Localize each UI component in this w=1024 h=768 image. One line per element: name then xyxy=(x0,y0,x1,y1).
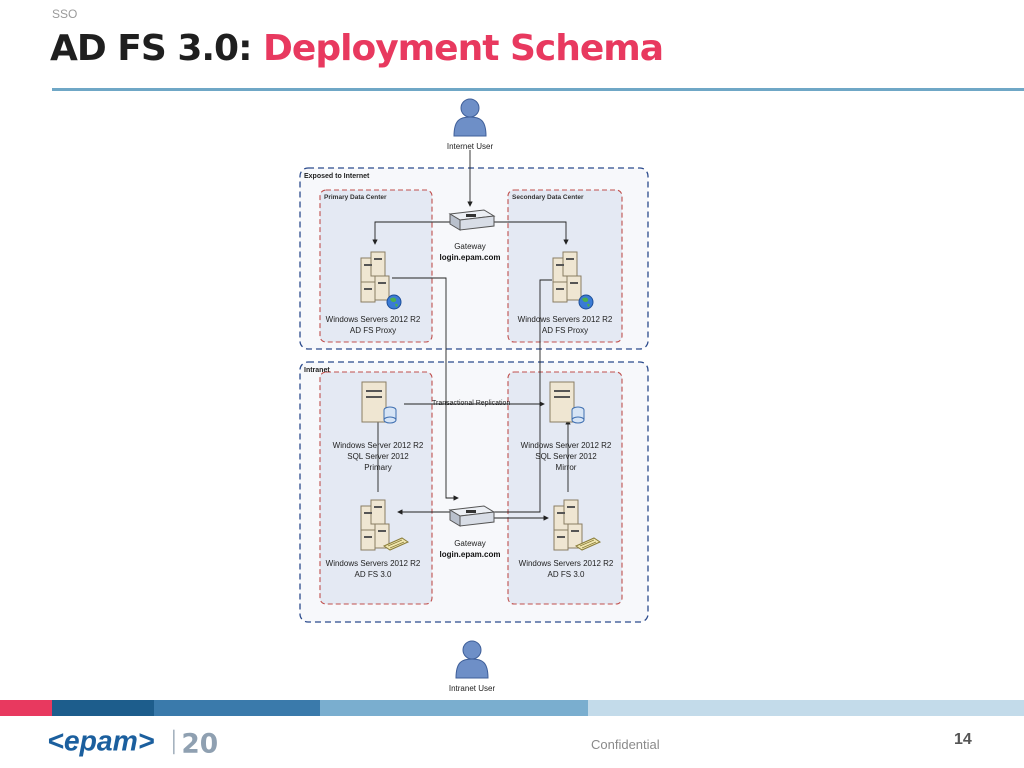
gateway-bottom-icon xyxy=(449,505,495,527)
line-gateway-to-proxy-right xyxy=(490,221,569,245)
confidential-label: Confidential xyxy=(591,737,660,752)
title-divider xyxy=(52,88,1024,91)
intranet-user-icon xyxy=(455,640,489,679)
proxy-right-line1: Windows Servers 2012 R2 xyxy=(518,315,613,324)
proxy-left-globe-icon xyxy=(386,294,402,310)
logo-years: 20 xyxy=(181,728,218,758)
gateway-top-line2: login.epam.com xyxy=(440,253,501,262)
sql-left-line2: SQL Server 2012 xyxy=(347,452,409,461)
proxy-right-server-icon xyxy=(552,251,582,303)
gateway-bottom-line1: Gateway xyxy=(454,539,486,548)
page-number: 14 xyxy=(954,731,972,748)
proxy-left-server-icon xyxy=(360,251,390,303)
logo-wordmark: <epam> xyxy=(47,725,154,757)
intranet-user-label: Intranet User xyxy=(449,684,496,693)
sql-right-line2: SQL Server 2012 xyxy=(535,452,597,461)
deployment-diagram: Exposed to Internet Intranet Primary Dat… xyxy=(299,98,649,693)
gateway-top-line1: Gateway xyxy=(454,242,486,251)
adfs-left-line2: AD FS 3.0 xyxy=(355,570,392,579)
secondary-dc-bottom xyxy=(507,371,623,605)
sql-left-line3: Primary xyxy=(364,463,392,472)
sql-right-line1: Windows Server 2012 R2 xyxy=(521,441,612,450)
adfs-right-server-icon xyxy=(553,499,583,551)
gateway-top-icon xyxy=(449,209,495,231)
line-proxy-right-to-gateway-bottom xyxy=(492,279,552,513)
primary-dc-label: Primary Data Center xyxy=(324,194,387,201)
proxy-right-globe-icon xyxy=(578,294,594,310)
internet-user-label: Internet User xyxy=(447,142,494,151)
footer-color-bar xyxy=(0,700,1024,716)
proxy-left-line2: AD FS Proxy xyxy=(350,326,396,335)
gateway-bottom-line2: login.epam.com xyxy=(440,550,501,559)
proxy-left-line1: Windows Servers 2012 R2 xyxy=(326,315,421,324)
internet-user-icon xyxy=(453,98,487,137)
section-label: SSO xyxy=(52,7,78,21)
title-main: Deployment Schema xyxy=(263,28,664,69)
adfs-left-server-icon xyxy=(360,499,390,551)
sql-left-line1: Windows Server 2012 R2 xyxy=(333,441,424,450)
proxy-right-line2: AD FS Proxy xyxy=(542,326,588,335)
title-prefix: AD FS 3.0: xyxy=(50,28,252,69)
replication-label: Transactional Replication xyxy=(432,400,510,407)
secondary-dc-label: Secondary Data Center xyxy=(512,194,584,201)
zone-exposed-label: Exposed to Internet xyxy=(304,173,370,180)
page-title: AD FS 3.0: Deployment Schema xyxy=(50,28,664,69)
line-gateway-to-proxy-left xyxy=(372,221,452,245)
adfs-right-line1: Windows Servers 2012 R2 xyxy=(519,559,614,568)
line-proxy-left-to-gateway-bottom xyxy=(392,277,459,501)
primary-dc-bottom xyxy=(319,371,433,605)
sql-right-line3: Mirror xyxy=(556,463,577,472)
zone-intranet-label: Intranet xyxy=(304,367,330,374)
adfs-left-line1: Windows Servers 2012 R2 xyxy=(326,559,421,568)
epam-logo: <epam> 20 xyxy=(47,725,218,758)
adfs-right-line2: AD FS 3.0 xyxy=(548,570,585,579)
